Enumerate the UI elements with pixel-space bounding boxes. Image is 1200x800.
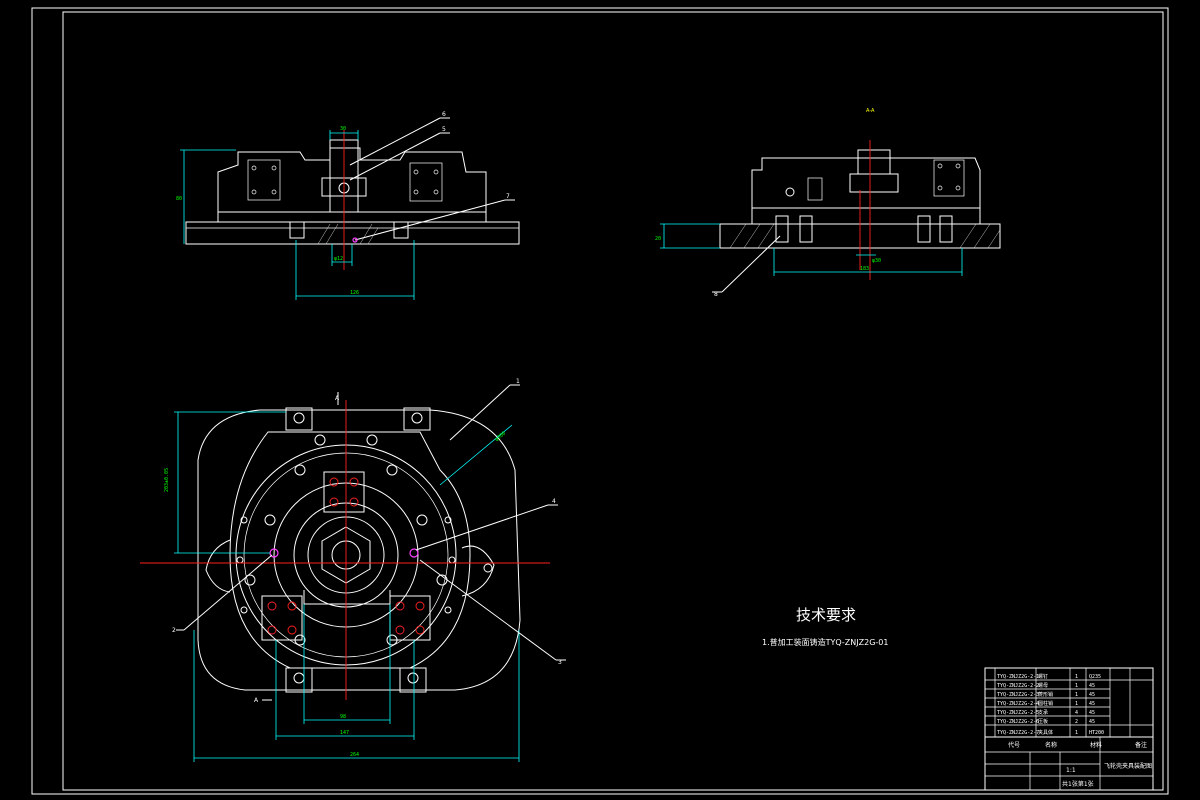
part-material: 45 bbox=[1089, 719, 1095, 725]
part-qty: 1 bbox=[1075, 683, 1078, 689]
part-name: 螺母 bbox=[1038, 682, 1048, 689]
header-material: 材料 bbox=[1090, 741, 1102, 749]
dim-top-bore: φ12 bbox=[334, 256, 343, 262]
outer-border bbox=[31, 7, 1169, 795]
tech-req-heading: 技术要求 bbox=[796, 606, 856, 624]
title-block bbox=[984, 667, 1154, 791]
part-qty: 2 bbox=[1075, 719, 1078, 725]
balloon-7: 7 bbox=[506, 193, 510, 200]
header-name: 名称 bbox=[1045, 741, 1057, 749]
front-view bbox=[180, 117, 520, 300]
dim-plan-height: 203±0.05 bbox=[164, 468, 170, 492]
header-code: 代号 bbox=[1008, 741, 1020, 749]
balloon-1: 1 bbox=[516, 378, 520, 385]
balloon-6: 6 bbox=[442, 111, 446, 118]
part-qty: 1 bbox=[1075, 674, 1078, 680]
part-name: 支承 bbox=[1038, 709, 1048, 716]
section-label: A-A bbox=[866, 108, 875, 114]
part-material: Q235 bbox=[1089, 674, 1101, 680]
drawing-scale: 1:1 bbox=[1066, 767, 1076, 774]
side-view bbox=[660, 140, 1001, 293]
dim-side-bore: φ30 bbox=[872, 258, 881, 264]
drawing-title: 飞轮壳夹具装配图 bbox=[1104, 762, 1152, 770]
part-qty: 1 bbox=[1075, 730, 1078, 736]
part-material: 45 bbox=[1089, 701, 1095, 707]
part-name: 压板 bbox=[1038, 718, 1048, 725]
dim-plan-inner: 98 bbox=[340, 714, 346, 720]
part-material: 45 bbox=[1089, 683, 1095, 689]
balloon-5: 5 bbox=[442, 126, 446, 133]
header-remark: 备注 bbox=[1135, 741, 1147, 749]
sheet-count: 共1张第1张 bbox=[1062, 780, 1094, 788]
part-code: TYQ-ZNJZ2G-2-2 bbox=[997, 683, 1039, 689]
balloon-2: 2 bbox=[172, 627, 176, 634]
part-name: 螺钉 bbox=[1038, 673, 1048, 680]
dim-side-height: 20 bbox=[655, 236, 661, 242]
part-qty: 1 bbox=[1075, 692, 1078, 698]
dim-side-base: 183 bbox=[860, 266, 869, 272]
dim-plan-mid: 147 bbox=[340, 730, 349, 736]
section-mark-bottom: A bbox=[254, 697, 259, 704]
part-material: 45 bbox=[1089, 710, 1095, 716]
inner-border bbox=[62, 11, 1164, 791]
part-code: TYQ-ZNJZ2G-2-4 bbox=[997, 701, 1039, 707]
tech-req-item-1: 1.普加工装面铸造TYQ-ZNJZ2G-01 bbox=[762, 637, 888, 647]
part-material: HT200 bbox=[1089, 730, 1104, 736]
part-code: TYQ-ZNJZ2G-2-5 bbox=[997, 710, 1039, 716]
dim-top-width: 30 bbox=[340, 126, 346, 132]
part-name: 圆柱销 bbox=[1038, 700, 1053, 707]
parts-list: TYQ-ZNJZ2G-2-1 螺钉 1 Q235 TYQ-ZNJZ2G-2-2 … bbox=[997, 673, 1104, 736]
part-code: TYQ-ZNJZ2G-2-1 bbox=[997, 674, 1039, 680]
dim-top-base: 126 bbox=[350, 290, 359, 296]
part-qty: 1 bbox=[1075, 701, 1078, 707]
part-code: TYQ-ZNJZ2G-2-7 bbox=[997, 730, 1039, 736]
section-mark-top: A bbox=[335, 395, 340, 402]
part-code: TYQ-ZNJZ2G-2-6 bbox=[997, 719, 1039, 725]
dim-plan-outer: 264 bbox=[350, 752, 359, 758]
part-name: 夹具体 bbox=[1038, 729, 1053, 736]
dim-top-height: 80 bbox=[176, 196, 182, 202]
balloon-8: 8 bbox=[714, 291, 718, 298]
balloon-3: 3 bbox=[558, 659, 562, 666]
part-material: 45 bbox=[1089, 692, 1095, 698]
part-qty: 4 bbox=[1075, 710, 1078, 716]
part-code: TYQ-ZNJZ2G-2-3 bbox=[997, 692, 1039, 698]
plan-view bbox=[140, 384, 566, 762]
part-name: 菱形销 bbox=[1038, 691, 1053, 698]
balloon-4: 4 bbox=[552, 498, 556, 505]
